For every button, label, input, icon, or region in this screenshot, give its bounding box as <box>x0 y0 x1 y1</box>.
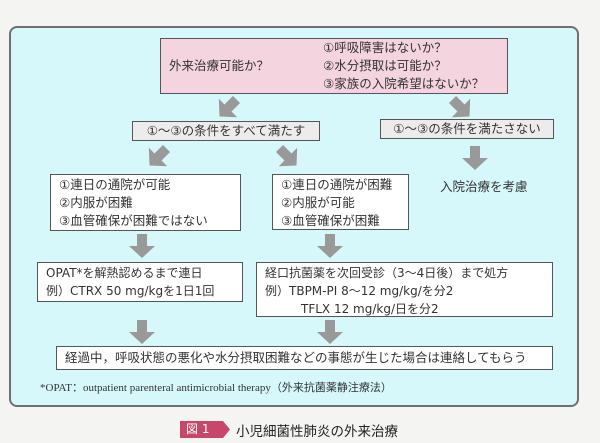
treatment-b-line: TFLX 12 mg/kg/日を分2 <box>301 302 439 316</box>
footnote: *OPAT：outpatient parenteral antimicrobia… <box>40 382 392 394</box>
check-item: ①呼吸障害はないか？ <box>323 40 447 55</box>
branch-yes: ①～③の条件をすべて満たす <box>132 121 320 141</box>
arrow-down-icon <box>129 320 155 344</box>
branch-no: ①～③の条件を満たさない <box>380 119 554 139</box>
arrow-down-icon <box>462 146 488 170</box>
arrow-down-right-icon <box>448 96 474 120</box>
case-a-item: ②内服が困難 <box>59 195 133 210</box>
arrow-down-left-icon <box>145 145 171 169</box>
treatment-a-line: 例）CTRX 50 mg/kgを1日1回 <box>46 284 215 298</box>
arrow-down-icon <box>317 234 343 258</box>
question-box: 外来治療可能か？ ①呼吸障害はないか？ ②水分摂取は可能か？ ③家族の入院希望は… <box>160 38 508 94</box>
case-a-box: ①連日の通院が可能 ②内服が困難 ③血管確保が困難ではない <box>50 174 241 231</box>
arrow-down-right-icon <box>275 145 301 169</box>
final-note-box: 経過中，呼吸状態の悪化や水分摂取困難などの事態が生じた場合は連絡してもらう <box>56 346 553 370</box>
case-a-item: ①連日の通院が可能 <box>59 177 171 192</box>
question-label: 外来治療可能か？ <box>169 58 270 73</box>
case-b-box: ①連日の通院が困難 ②内服が可能 ③血管確保が困難 <box>272 174 409 230</box>
treatment-a-line: OPAT*を解熱認めるまで連日 <box>46 266 203 280</box>
caption-title: 小児細菌性肺炎の外来治療 <box>236 424 398 440</box>
check-item: ②水分摂取は可能か？ <box>323 58 447 73</box>
case-b-item: ①連日の通院が困難 <box>281 177 393 192</box>
case-b-item: ③血管確保が困難 <box>281 213 380 228</box>
treatment-a-box: OPAT*を解熱認めるまで連日 例）CTRX 50 mg/kgを1日1回 <box>37 262 243 302</box>
arrow-down-icon <box>317 320 343 344</box>
case-b-item: ②内服が可能 <box>281 195 355 210</box>
treatment-b-box: 経口抗菌薬を次回受診（3～4日後）まで処方 例）TBPM-PI 8～12 mg/… <box>256 262 553 317</box>
caption-label: 図 1 <box>180 421 230 438</box>
arrow-down-icon <box>129 234 155 258</box>
no-result: 入院治療を考慮 <box>440 179 528 194</box>
case-a-item: ③血管確保が困難ではない <box>59 213 208 228</box>
treatment-b-line: 例）TBPM-PI 8～12 mg/kg/を分2 <box>265 284 454 298</box>
treatment-b-line: 経口抗菌薬を次回受診（3～4日後）まで処方 <box>265 266 509 280</box>
arrow-down-left-icon <box>215 96 241 120</box>
check-item: ③家族の入院希望はないか？ <box>323 76 485 91</box>
